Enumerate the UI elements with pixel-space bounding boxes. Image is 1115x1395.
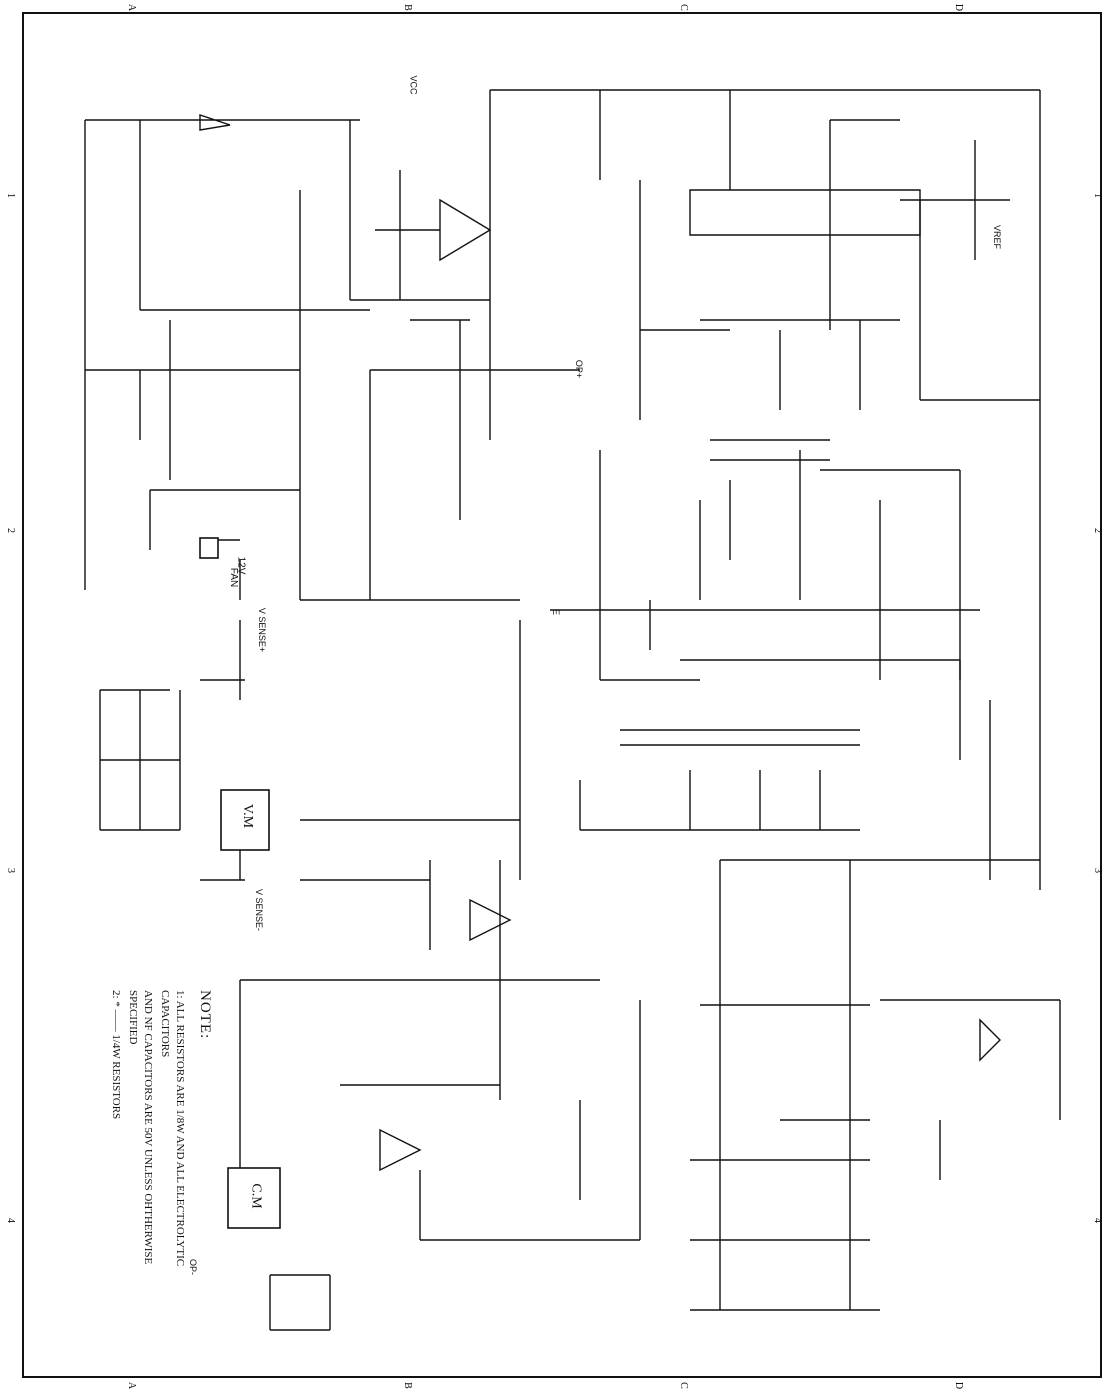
note-item1-number: 1:: [173, 990, 186, 999]
ammeter-block: C.M: [248, 1183, 264, 1209]
rail-op-plus: OP+: [574, 359, 585, 379]
rail-vref: VREF: [992, 224, 1003, 250]
voltmeter-block: V.M: [240, 803, 256, 829]
note-title: NOTE:: [197, 990, 213, 1040]
note-item2-text: * —— 1/4W RESISTORS: [110, 1001, 123, 1120]
rail-vsense-plus: V SENSE+: [257, 607, 268, 653]
fan-voltage: 12V: [235, 556, 247, 575]
note-item1-line1: ALL RESISTORS ARE 1/8W AND ALL ELECTROLY…: [158, 990, 186, 1267]
cm-block-outline: [227, 1167, 281, 1229]
rail-e: E: [551, 608, 562, 616]
fan-outline: [199, 537, 219, 559]
note-item1-line2: AND NF CAPACITORS ARE 50V UNLESS OHTHERW…: [127, 990, 155, 1265]
rail-vsense-minus: V SENSE-: [254, 888, 265, 932]
rail-vcc: VCC: [408, 75, 419, 95]
drawing-frame: [22, 12, 1102, 1378]
note-item2-number: 2:: [110, 990, 123, 999]
vm-block-outline: [220, 789, 270, 851]
notes-panel: NOTE: 1: ALL RESISTORS ARE 1/8W AND ALL …: [95, 990, 215, 1280]
